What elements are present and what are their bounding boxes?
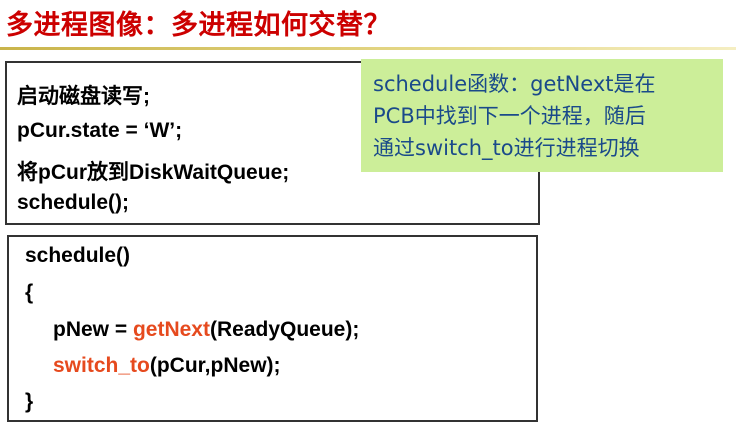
code-line-switch-to: switch_to(pCur,pNew);: [53, 354, 281, 378]
code-line-getnext: pNew = getNext(ReadyQueue);: [53, 318, 359, 342]
code-line: schedule(): [25, 244, 131, 267]
code-line: schedule();: [17, 191, 130, 214]
callout-note: schedule函数：getNext是在 PCB中找到下一个进程，随后 通过sw…: [361, 59, 723, 172]
code-text: (ReadyQueue);: [209, 318, 360, 341]
code-line: 启动磁盘读写;: [17, 85, 150, 108]
title-divider: [0, 47, 736, 50]
code-box-schedule: schedule() { pNew = getNext(ReadyQueue);…: [7, 235, 538, 422]
code-line: {: [25, 281, 34, 304]
slide-title: 多进程图像：多进程如何交替？: [6, 10, 391, 41]
note-line: 通过switch_to进行进程切换: [373, 136, 640, 160]
code-line: pCur.state = ‘W’;: [17, 119, 183, 142]
note-line: schedule函数：getNext是在: [373, 72, 656, 96]
code-line: 将pCur放到DiskWaitQueue;: [17, 161, 290, 184]
code-text: (pCur,pNew);: [149, 354, 281, 377]
code-line: }: [25, 390, 34, 413]
getnext-function: getNext: [132, 318, 210, 341]
code-text: pNew =: [53, 318, 133, 341]
switch-to-function: switch_to: [53, 354, 150, 377]
note-line: PCB中找到下一个进程，随后: [373, 104, 646, 128]
